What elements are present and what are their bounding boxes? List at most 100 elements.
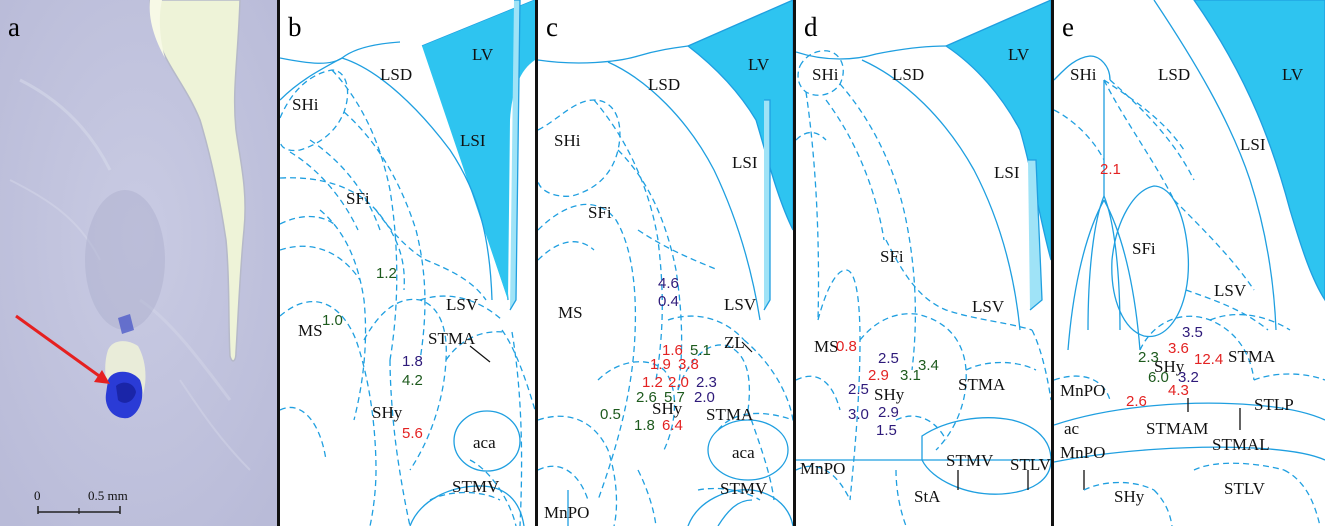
value-label: 6.4 <box>662 417 683 434</box>
value-label: 2.9 <box>868 367 889 384</box>
value-label: 12.4 <box>1194 351 1224 368</box>
value-label: 4.2 <box>402 372 423 389</box>
region-label-LSI: LSI <box>732 153 758 172</box>
value-label: 1.8 <box>634 417 655 434</box>
region-label-SHi: SHi <box>1070 65 1097 84</box>
atlas-diagram <box>538 0 793 526</box>
region-label-LSV: LSV <box>972 297 1005 316</box>
value-label: 3.1 <box>900 367 921 384</box>
value-label: 4.6 <box>658 275 679 292</box>
region-label-LV: LV <box>472 45 494 64</box>
region-label-aca: aca <box>732 443 755 462</box>
region-label-LSD: LSD <box>1158 65 1191 84</box>
region-label-STMV: STMV <box>452 477 500 496</box>
value-label: 2.5 <box>878 350 899 367</box>
value-label: 2.5 <box>848 381 869 398</box>
region-label-STMV: STMV <box>720 479 768 498</box>
panel-a: a 0 0.5 mm <box>0 0 277 526</box>
panel-d: d LV SHi LSD LSI SFi LSV MS SHy STMA MnP… <box>796 0 1051 526</box>
value-label: 2.0 <box>694 389 715 406</box>
region-label-StA: StA <box>914 487 941 506</box>
region-label-MnPO: MnPO <box>1060 443 1106 462</box>
panel-b: b LV LSD SHi LSI SFi LSV MS STMA SHy aca… <box>280 0 535 526</box>
value-label: 2.3 <box>1138 349 1159 366</box>
panel-c: c LV LSD SHi LSI SFi MS LSV ZL SHy STMA … <box>538 0 793 526</box>
value-label: 2.0 <box>668 374 689 391</box>
value-label: 0.5 <box>600 406 621 423</box>
scale-zero-label: 0 <box>34 488 41 503</box>
histology-image <box>0 0 277 526</box>
region-label-STMA: STMA <box>958 375 1006 394</box>
value-label: 1.9 <box>650 356 671 373</box>
value-label: 1.2 <box>376 265 397 282</box>
panel-divider <box>793 0 796 526</box>
region-label-MS: MS <box>814 337 839 356</box>
value-label: 1.2 <box>642 374 663 391</box>
value-label: 1.5 <box>876 422 897 439</box>
region-label-MS: MS <box>298 321 323 340</box>
region-label-MnPO: MnPO <box>544 503 590 522</box>
region-label-SFi: SFi <box>880 247 904 266</box>
panel-e: e SHi LSD LV LSI SFi LSV STMA SHy MnPO S… <box>1054 0 1325 526</box>
region-label-LV: LV <box>1008 45 1030 64</box>
region-label-ac: ac <box>1064 419 1080 438</box>
region-label-SHy: SHy <box>1114 487 1145 506</box>
panel-label: d <box>804 12 818 42</box>
region-label-LSD: LSD <box>380 65 413 84</box>
value-label: 5.6 <box>402 425 423 442</box>
region-label-LSI: LSI <box>1240 135 1266 154</box>
region-label-SFi: SFi <box>1132 239 1156 258</box>
region-label-aca: aca <box>473 433 496 452</box>
panel-divider <box>535 0 538 526</box>
arrow-indicator <box>15 314 103 380</box>
value-label: 3.4 <box>918 357 939 374</box>
region-label-SHi: SHi <box>812 65 839 84</box>
region-label-STLV: STLV <box>1224 479 1265 498</box>
region-label-LSV: LSV <box>1214 281 1247 300</box>
value-label: 5.1 <box>690 342 711 359</box>
panel-label: a <box>8 12 20 42</box>
panel-label: e <box>1062 12 1074 42</box>
value-label: 6.0 <box>1148 369 1169 386</box>
region-label-LSI: LSI <box>460 131 486 150</box>
panel-divider <box>1051 0 1054 526</box>
atlas-diagram <box>1054 0 1325 526</box>
region-label-MnPO: MnPO <box>1060 381 1106 400</box>
panel-label: b <box>288 12 302 42</box>
value-label: 2.3 <box>696 374 717 391</box>
region-label-SHy: SHy <box>1154 357 1185 376</box>
value-label: 1.0 <box>322 312 343 329</box>
region-label-SHi: SHi <box>292 95 319 114</box>
region-label-MnPO: MnPO <box>800 459 846 478</box>
region-label-LSD: LSD <box>892 65 925 84</box>
value-label: 0.4 <box>658 293 679 310</box>
value-label: 2.6 <box>636 389 657 406</box>
atlas-diagram <box>796 0 1051 526</box>
region-label-STMA: STMA <box>428 329 476 348</box>
panel-divider <box>277 0 280 526</box>
value-label: 3.8 <box>678 356 699 373</box>
region-label-LSI: LSI <box>994 163 1020 182</box>
region-label-SHy: SHy <box>652 399 683 418</box>
value-label: 2.6 <box>1126 393 1147 410</box>
region-label-STLV: STLV <box>1010 455 1051 474</box>
value-label: 3.6 <box>1168 340 1189 357</box>
region-label-LSD: LSD <box>648 75 681 94</box>
region-label-LV: LV <box>1282 65 1304 84</box>
value-label: 2.1 <box>1100 161 1121 178</box>
value-label: 1.6 <box>662 342 683 359</box>
value-label: 4.3 <box>1168 382 1189 399</box>
region-label-SFi: SFi <box>346 189 370 208</box>
region-label-STMV: STMV <box>946 451 994 470</box>
value-label: 3.5 <box>1182 324 1203 341</box>
atlas-diagram <box>280 0 535 526</box>
region-label-LSV: LSV <box>446 295 479 314</box>
region-label-STMAL: STMAL <box>1212 435 1270 454</box>
region-label-ZL: ZL <box>724 333 745 352</box>
region-label-SHy: SHy <box>874 385 905 404</box>
region-label-LV: LV <box>748 55 770 74</box>
region-label-STMA: STMA <box>1228 347 1276 366</box>
value-label: 3.2 <box>1178 369 1199 386</box>
panel-label: c <box>546 12 558 42</box>
